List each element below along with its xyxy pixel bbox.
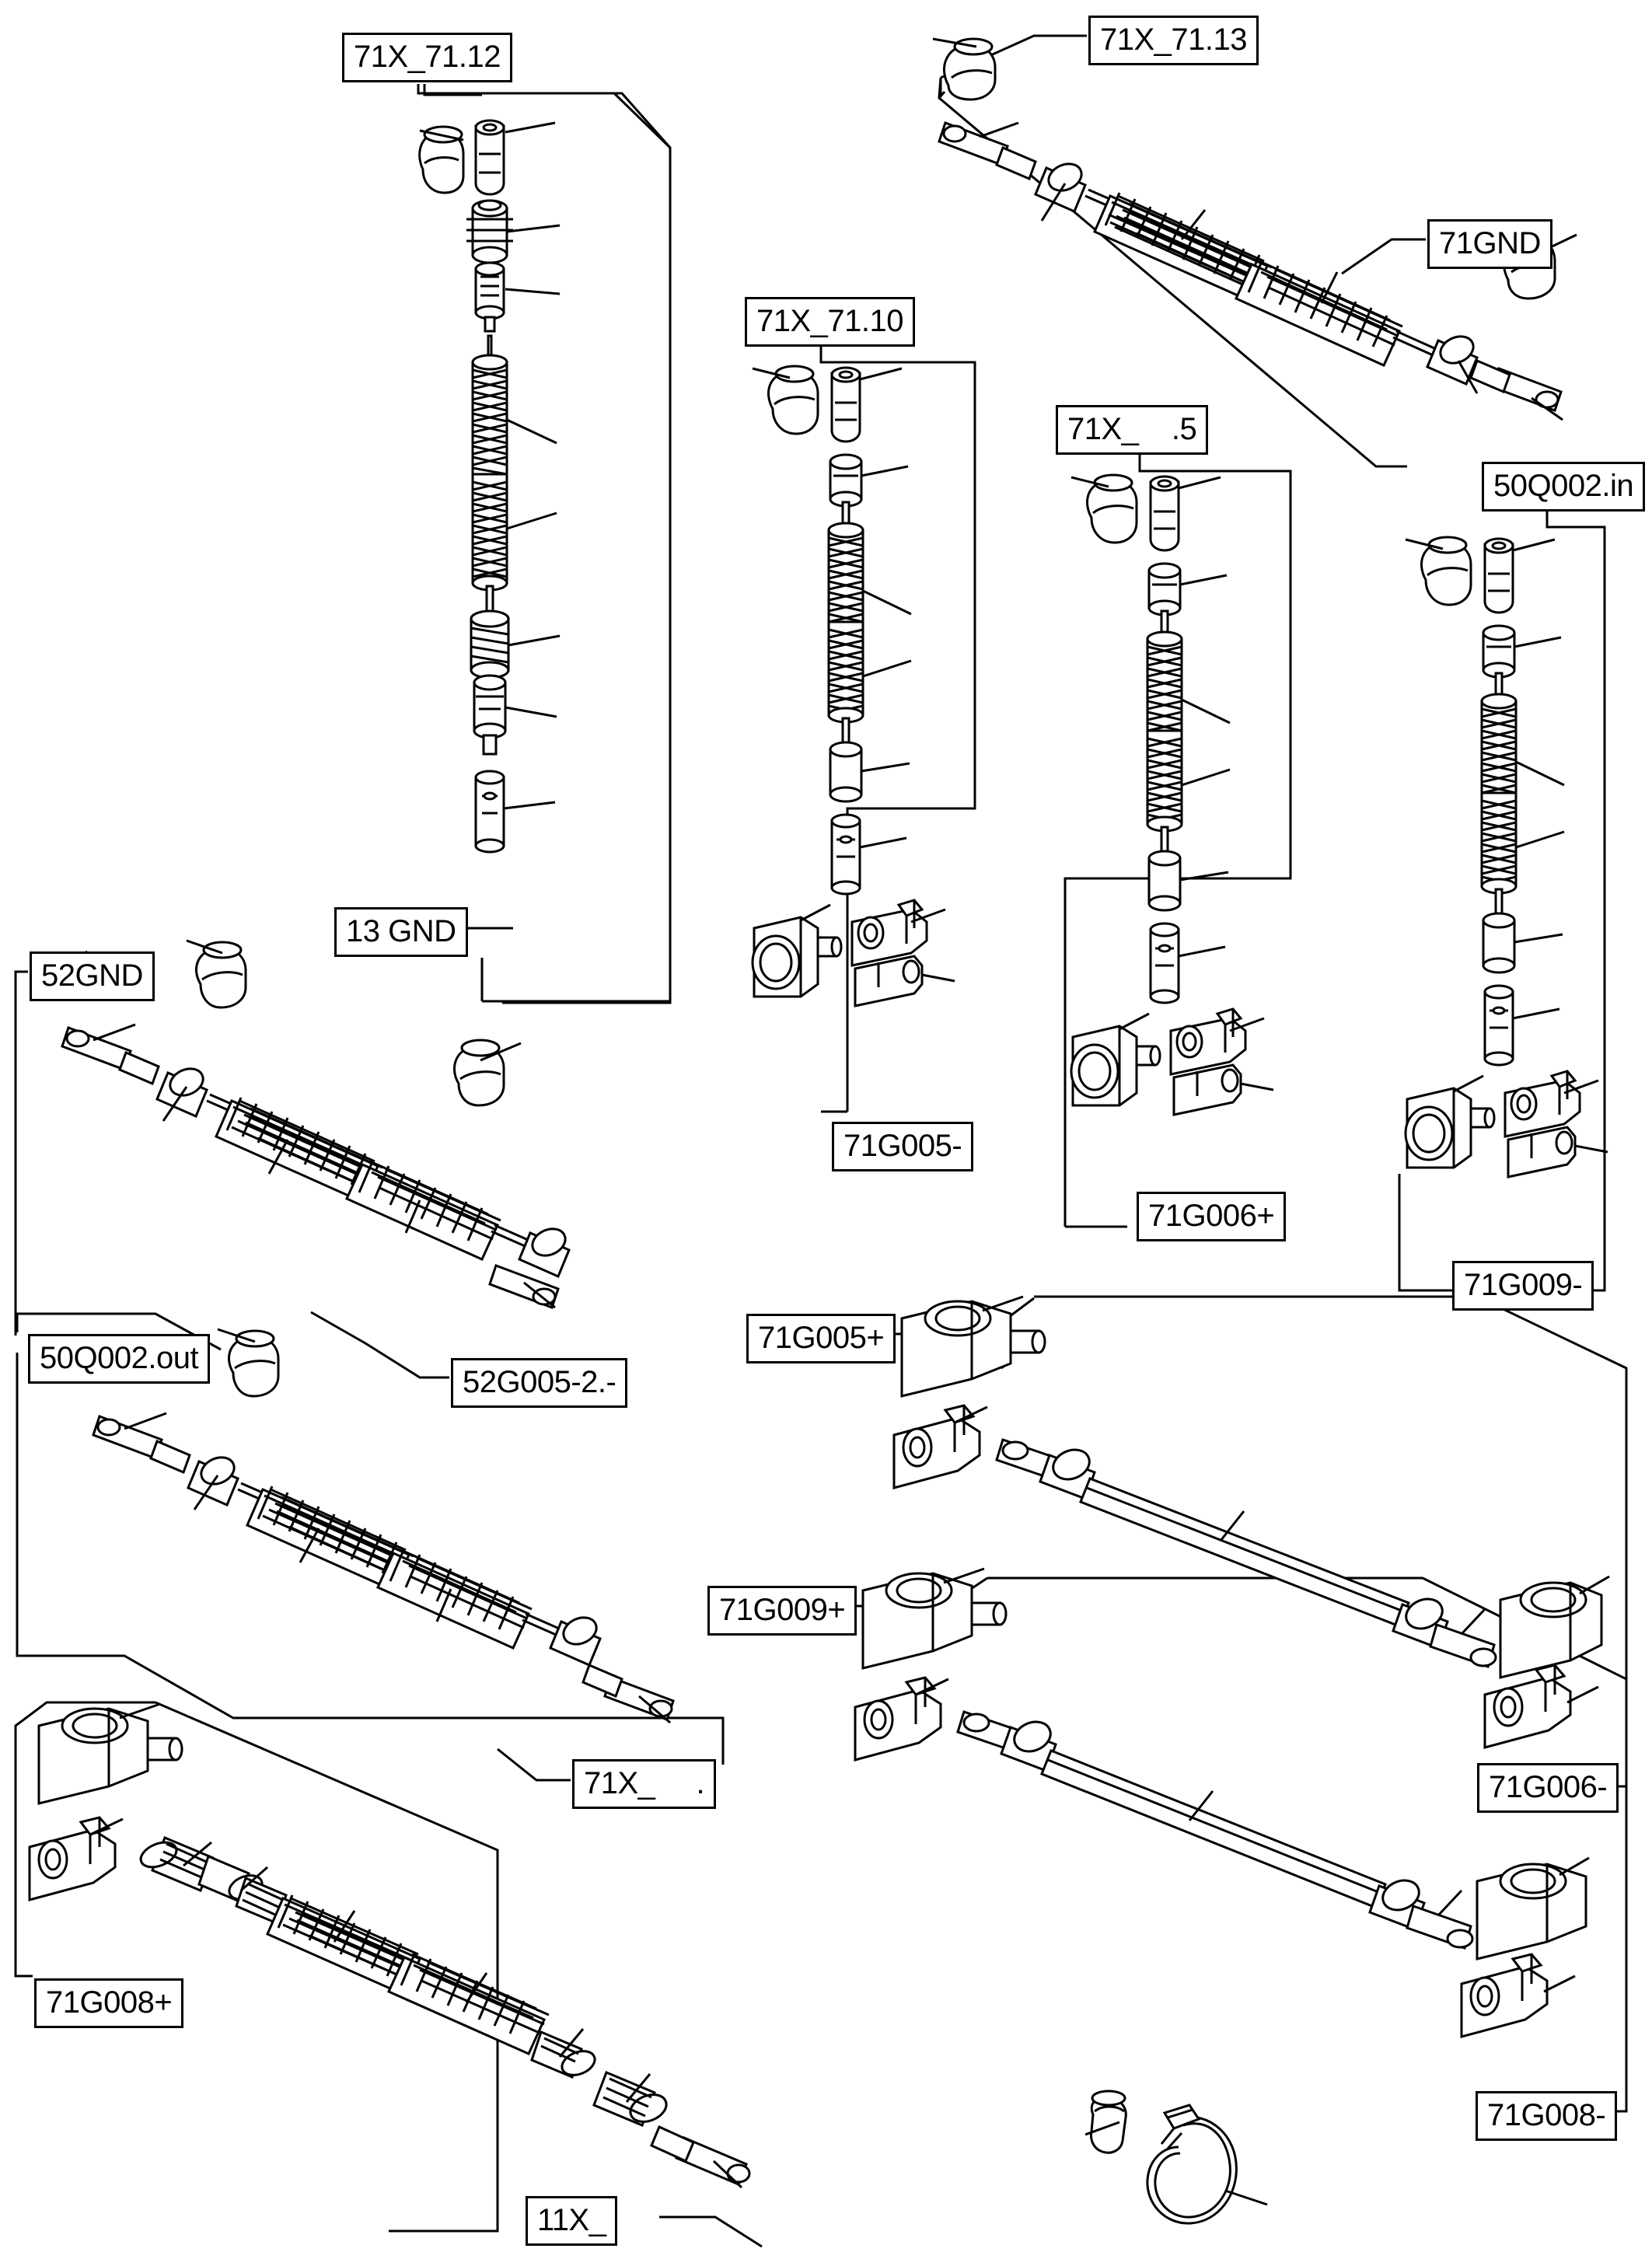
callout-71x-71-13[interactable]: 71X_71.13 bbox=[1088, 16, 1259, 65]
callout-52gnd[interactable]: 52GND bbox=[30, 951, 155, 1001]
callout-71g009-plus[interactable]: 71G009+ bbox=[707, 1586, 857, 1636]
callout-52g005-2[interactable]: 52G005-2.- bbox=[451, 1358, 628, 1408]
callout-11x[interactable]: 11X_ bbox=[526, 2196, 618, 2246]
callout-71gnd[interactable]: 71GND bbox=[1427, 219, 1552, 269]
callout-71g006-plus[interactable]: 71G006+ bbox=[1137, 1192, 1287, 1241]
assembly-52gnd bbox=[54, 956, 645, 1345]
callout-71x-71-12[interactable]: 71X_71.12 bbox=[342, 33, 513, 82]
callout-71g005-minus[interactable]: 71G005- bbox=[832, 1122, 974, 1171]
callout-13-gnd[interactable]: 13 GND bbox=[334, 907, 468, 957]
callout-71g009-minus[interactable]: 71G009- bbox=[1452, 1261, 1594, 1311]
callout-50q002-out[interactable]: 50Q002.out bbox=[28, 1334, 211, 1384]
assembly-71x-71-10 bbox=[746, 365, 1003, 1127]
callout-71g005-plus[interactable]: 71G005+ bbox=[746, 1314, 896, 1363]
callout-71g008-minus[interactable]: 71G008- bbox=[1476, 2091, 1618, 2141]
callout-71x-71-10[interactable]: 71X_71.10 bbox=[745, 297, 916, 347]
assembly-71x-5 bbox=[1065, 474, 1322, 1236]
assembly-71x-71-13 bbox=[933, 31, 1633, 466]
assembly-50q002-out bbox=[86, 1345, 707, 1734]
cable-tie-and-clip bbox=[1081, 2099, 1329, 2247]
assembly-50q002-in bbox=[1399, 536, 1652, 1298]
callout-50q002-in[interactable]: 50Q002.in bbox=[1482, 462, 1646, 512]
assembly-71g005-link bbox=[886, 1283, 1601, 1765]
callout-71x-5[interactable]: 71X_ .5 bbox=[1056, 405, 1209, 455]
assembly-71x-71-12 bbox=[389, 109, 606, 964]
callout-71x-blank[interactable]: 71X_ . bbox=[572, 1759, 717, 1809]
callout-71g006-minus[interactable]: 71G006- bbox=[1477, 1763, 1619, 1813]
assembly-71g009-link bbox=[847, 1555, 1594, 2052]
assembly-71g008-plus bbox=[16, 1695, 871, 2239]
callout-71g008-plus[interactable]: 71G008+ bbox=[34, 1978, 184, 2028]
